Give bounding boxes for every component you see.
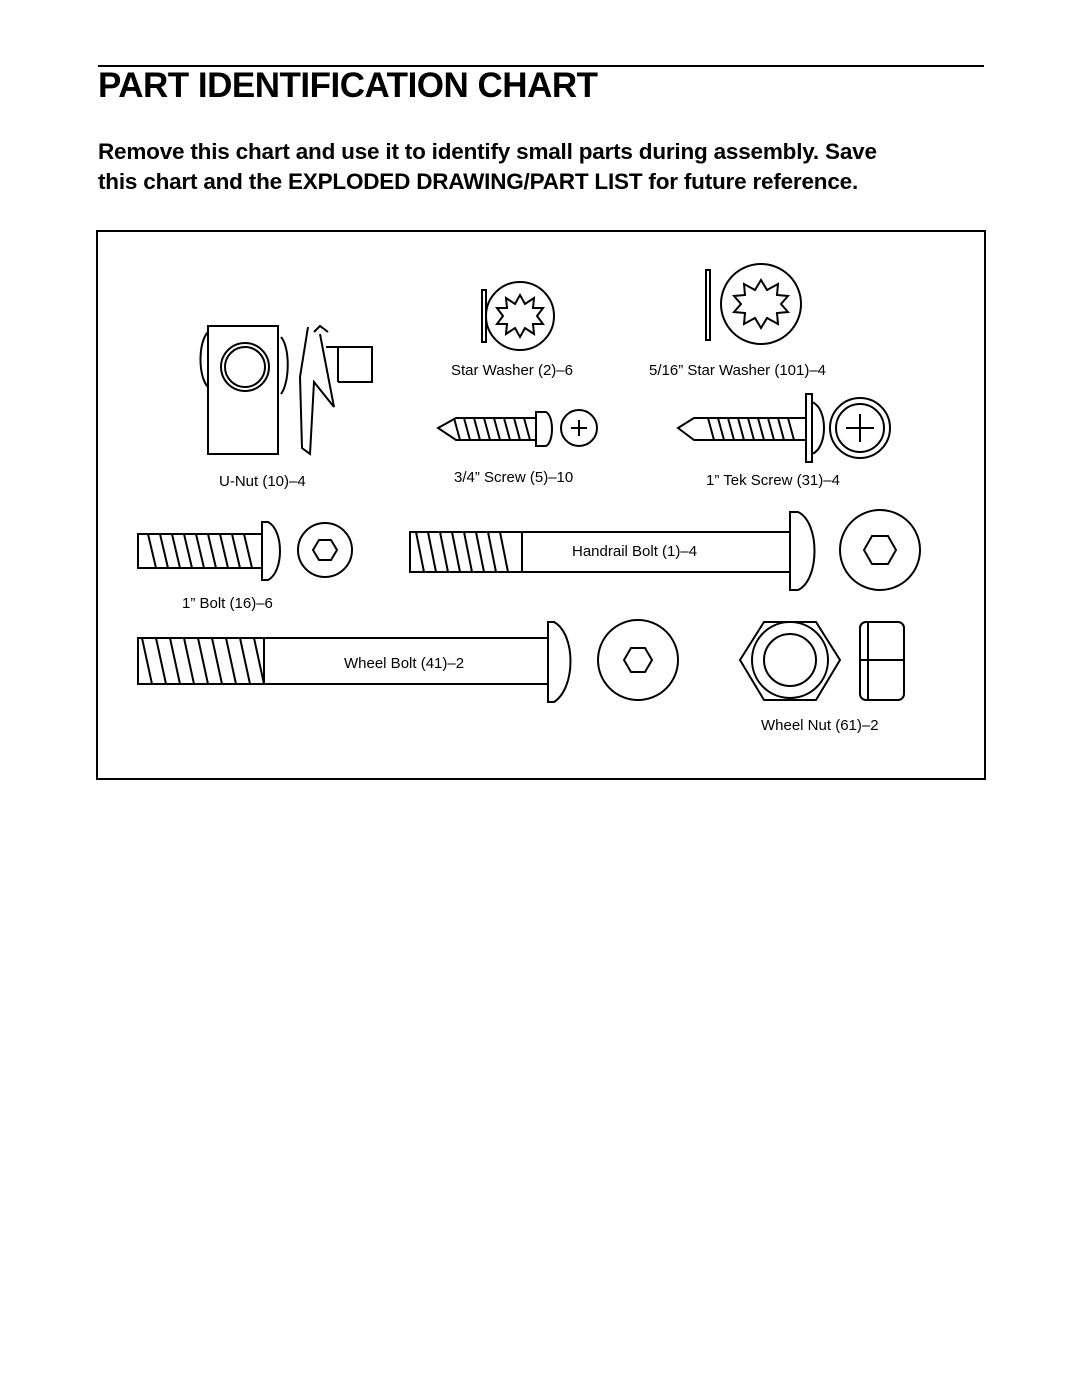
screw-34-drawing xyxy=(436,409,598,447)
label-wheel-nut: Wheel Nut (61)–2 xyxy=(761,717,879,734)
wheel-bolt-drawing xyxy=(137,619,679,703)
label-wheel-bolt: Wheel Bolt (41)–2 xyxy=(344,655,465,672)
label-star-washer: Star Washer (2)–6 xyxy=(451,362,573,379)
intro-line-2: this chart and the EXPLODED DRAWING/PART… xyxy=(98,169,859,194)
intro-text: Remove this chart and use it to identify… xyxy=(98,137,998,197)
tek-screw-drawing xyxy=(676,393,891,463)
intro-line-1: Remove this chart and use it to identify… xyxy=(98,139,877,164)
part-chart: Star Washer (2)–6 5/16” Star Washer (101… xyxy=(96,230,986,780)
label-star-washer-516: 5/16” Star Washer (101)–4 xyxy=(649,362,827,379)
star-washer-drawing xyxy=(481,281,555,351)
label-screw-34: 3/4” Screw (5)–10 xyxy=(454,469,574,486)
label-bolt-1: 1” Bolt (16)–6 xyxy=(182,595,273,612)
bolt-1-drawing xyxy=(137,521,353,581)
label-handrail-bolt: Handrail Bolt (1)–4 xyxy=(572,543,698,560)
u-nut-drawing xyxy=(199,324,373,456)
wheel-nut-drawing xyxy=(738,621,905,701)
label-u-nut: U-Nut (10)–4 xyxy=(219,473,306,490)
handrail-bolt-drawing xyxy=(409,509,921,591)
page-title: PART IDENTIFICATION CHART xyxy=(98,66,598,105)
part-drawings xyxy=(137,263,921,703)
title-rule xyxy=(98,65,984,67)
label-tek-screw: 1” Tek Screw (31)–4 xyxy=(706,472,840,489)
star-washer-516-drawing xyxy=(705,263,802,345)
